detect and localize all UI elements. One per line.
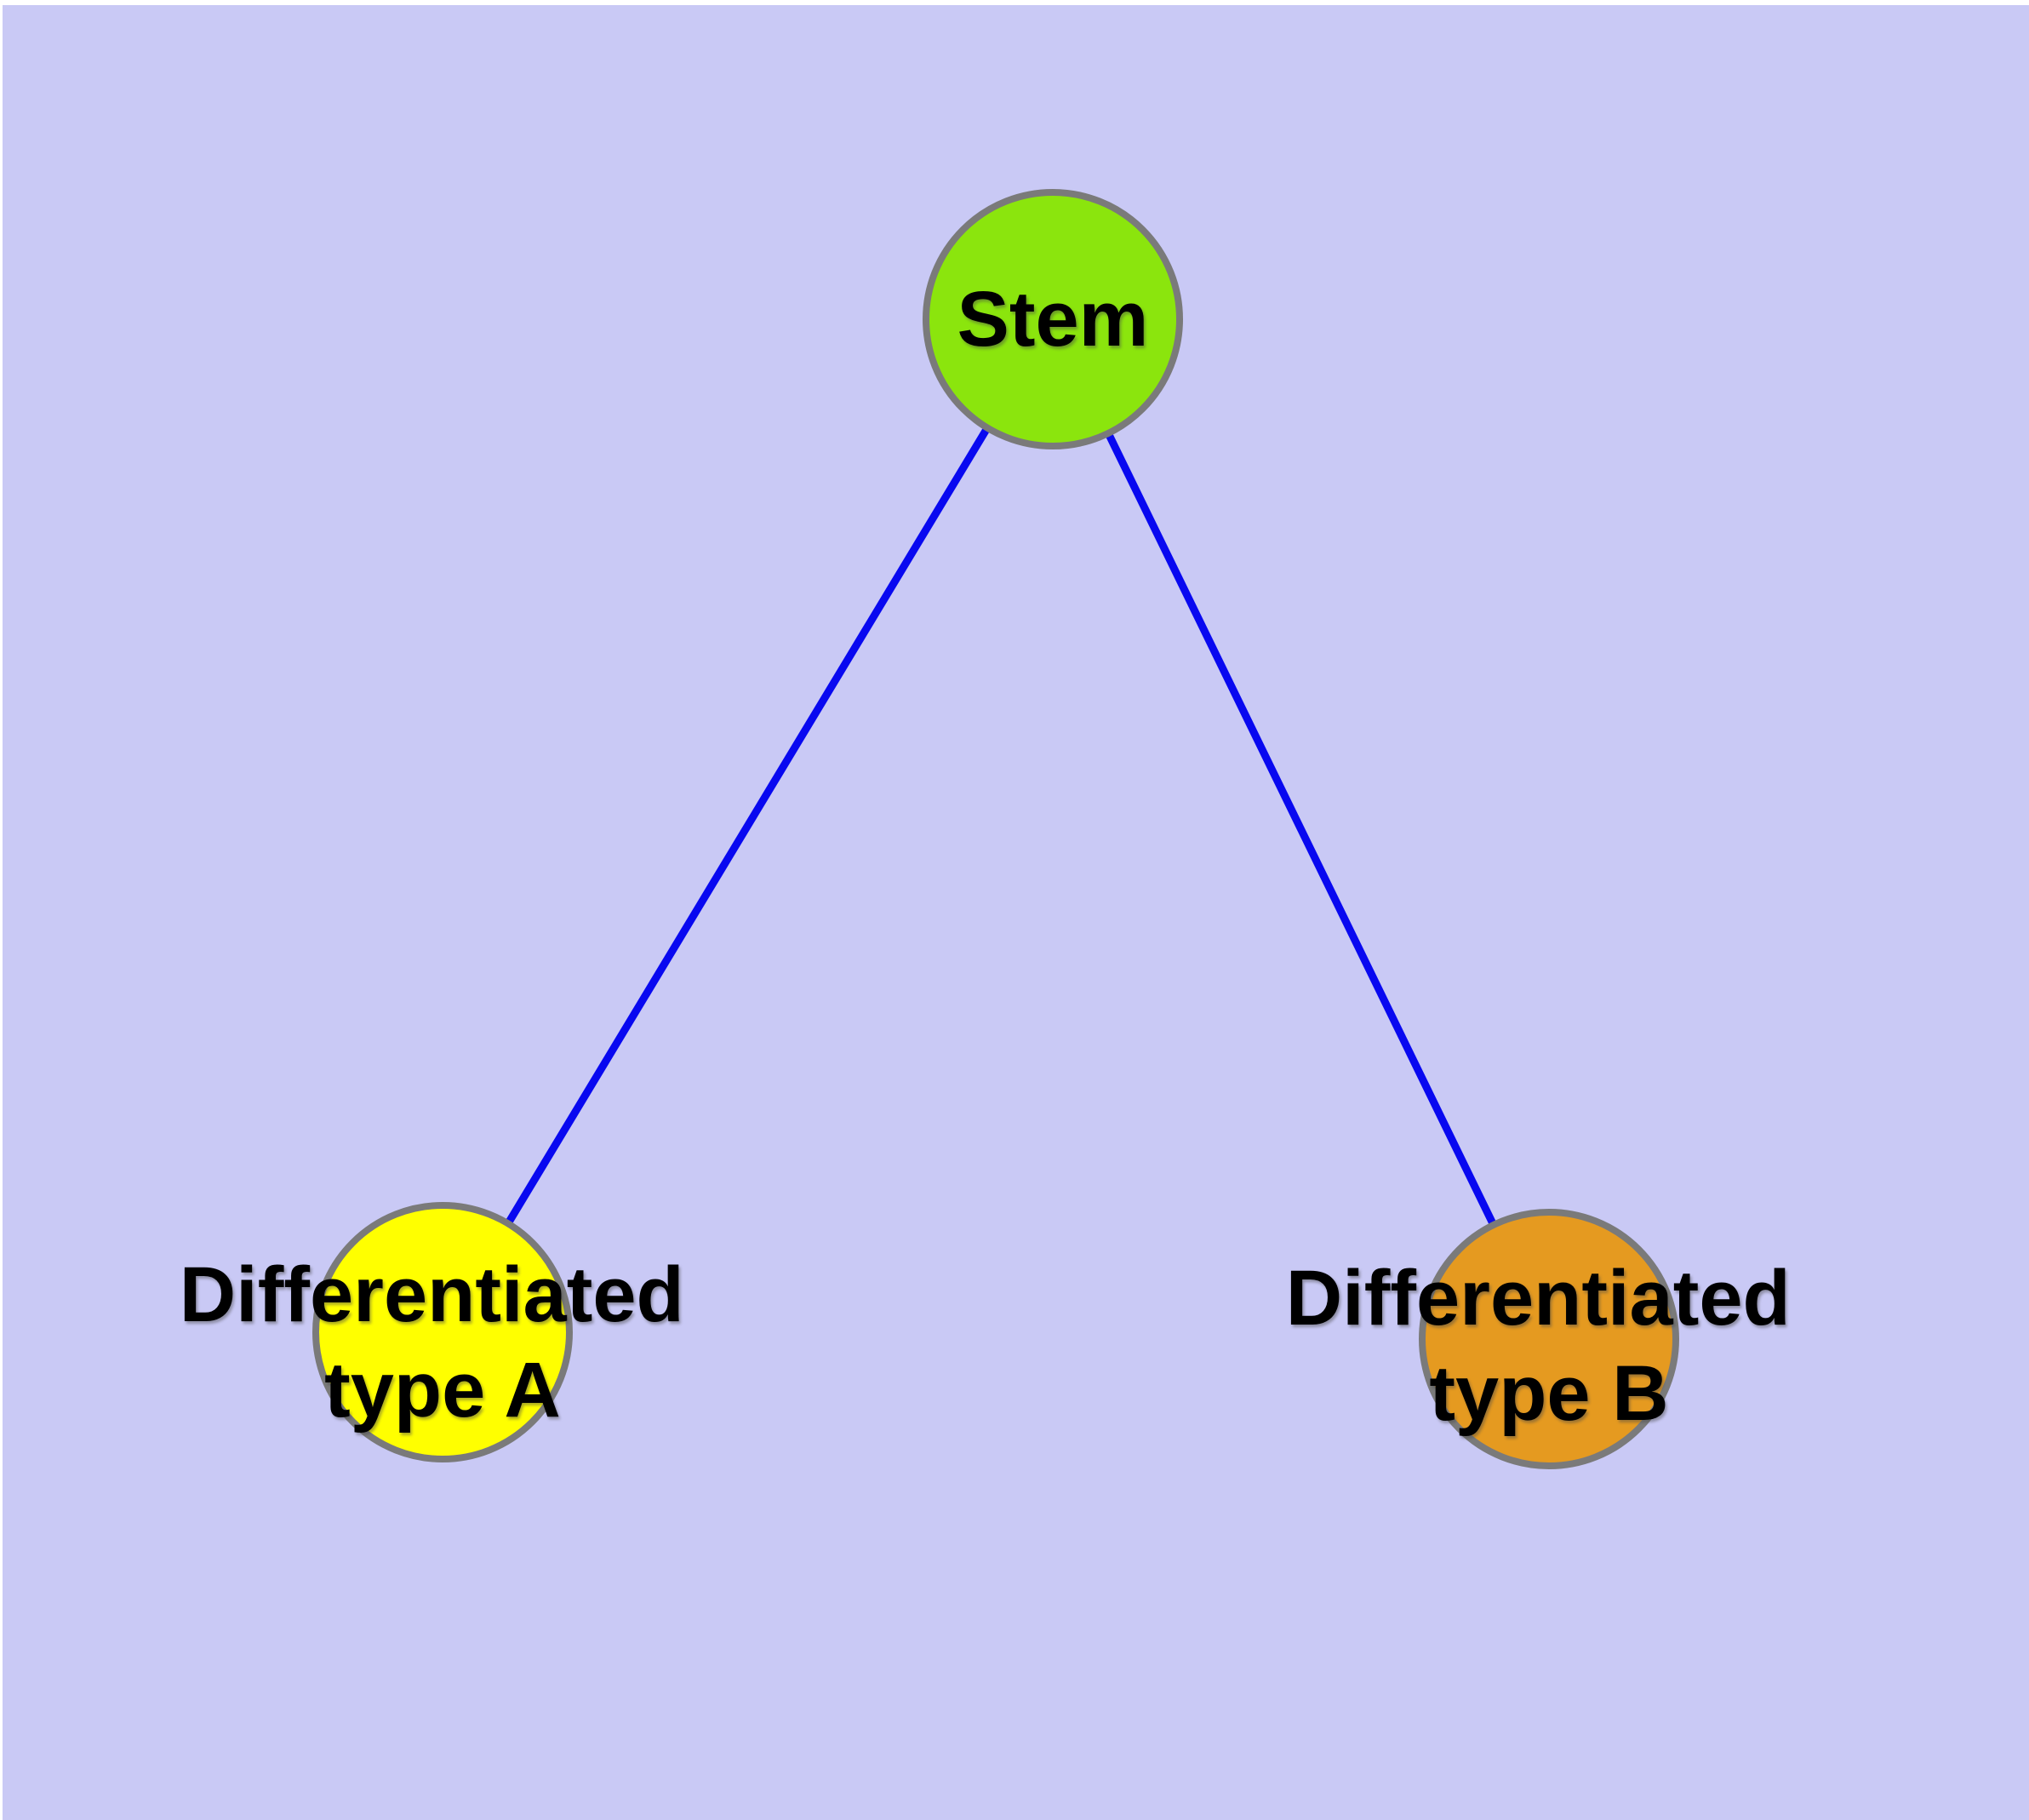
node-type-b-label-line1: Differentiated xyxy=(1286,1255,1791,1342)
node-type-a-circle xyxy=(312,1202,573,1462)
edge-stem-to-type-b xyxy=(1049,318,1553,1341)
node-type-b-circle xyxy=(1419,1209,1679,1469)
node-type-b-label: Differentiated type B xyxy=(1286,1255,1813,1437)
node-type-a-label-line1: Differentiated xyxy=(180,1251,684,1338)
node-stem-label: Stem xyxy=(957,276,1149,363)
node-type-b-label-line2: type B xyxy=(1429,1350,1668,1437)
node-stem-circle xyxy=(923,189,1183,449)
node-type-a-label: Differentiated type A xyxy=(180,1251,706,1434)
edge-stem-to-type-a xyxy=(439,317,1056,1335)
node-type-a-label-line2: type A xyxy=(324,1347,561,1434)
